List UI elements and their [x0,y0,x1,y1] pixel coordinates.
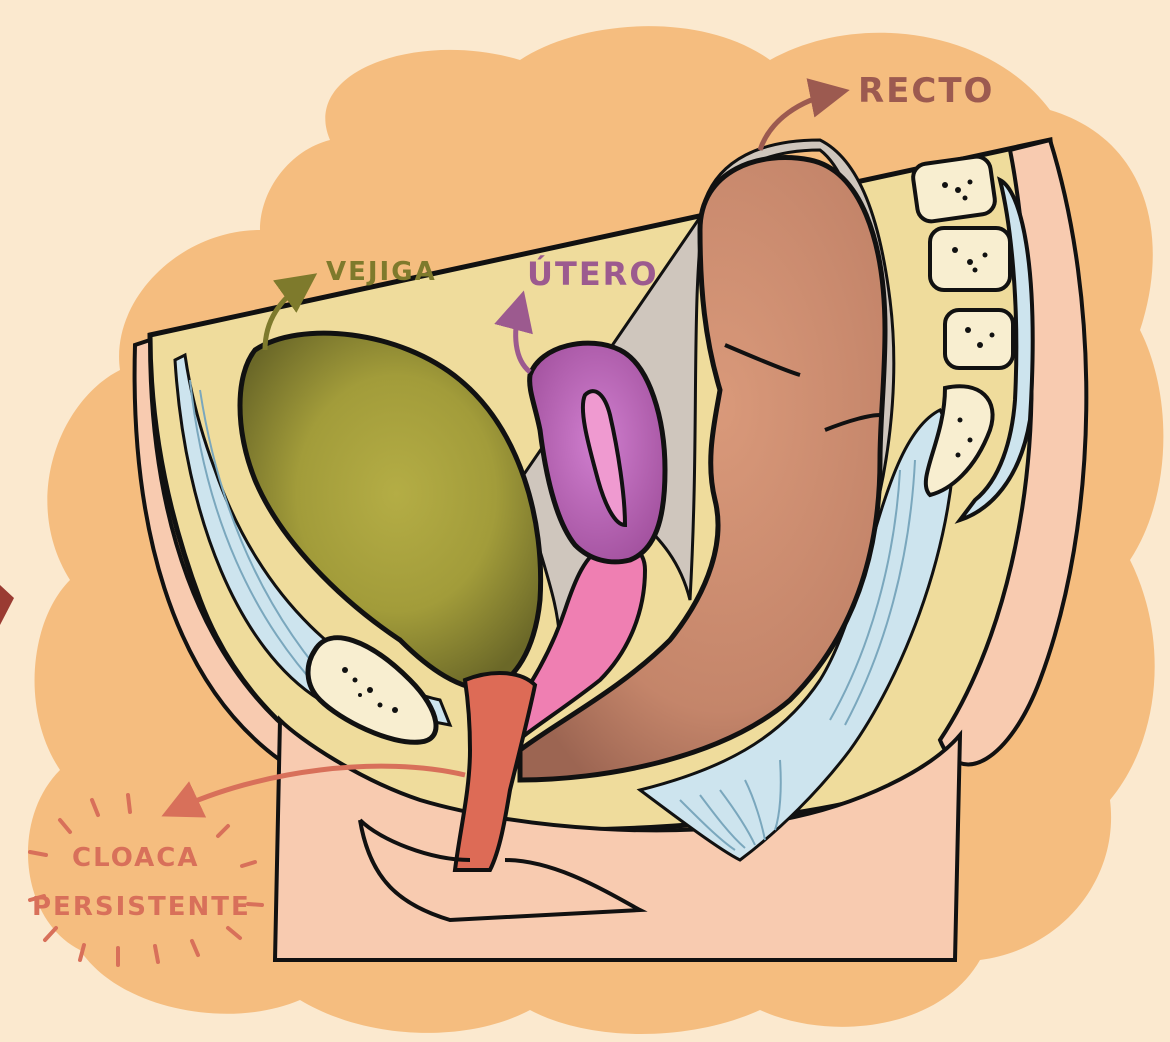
cloaca-arrow [161,763,466,818]
bladder-arrow [262,273,318,351]
ligament-fibers [189,379,916,851]
pubic-bone-marks [342,667,398,713]
cloaca [452,671,538,872]
rectum-fold-2 [824,413,881,432]
uterine-cavity [580,389,628,528]
uterus-arrow [494,290,533,374]
perineum [272,715,963,962]
vagina [517,541,648,739]
vertebrae-marks [942,179,995,458]
rectum-arrow [757,78,850,151]
cloaca-label-line1: CLOACA [72,843,199,873]
left-edge-mark [0,585,14,625]
bladder-label: VEJIGA [326,257,437,287]
rectum [517,155,888,783]
uterus-label: ÚTERO [527,254,659,293]
cloaca-burst [28,793,264,967]
rectum-fold-1 [724,343,801,377]
rectum-label: RECTO [858,71,994,111]
perineum-lines [358,818,648,923]
cloaca-label-line2: PERSISTENTE [32,892,251,922]
